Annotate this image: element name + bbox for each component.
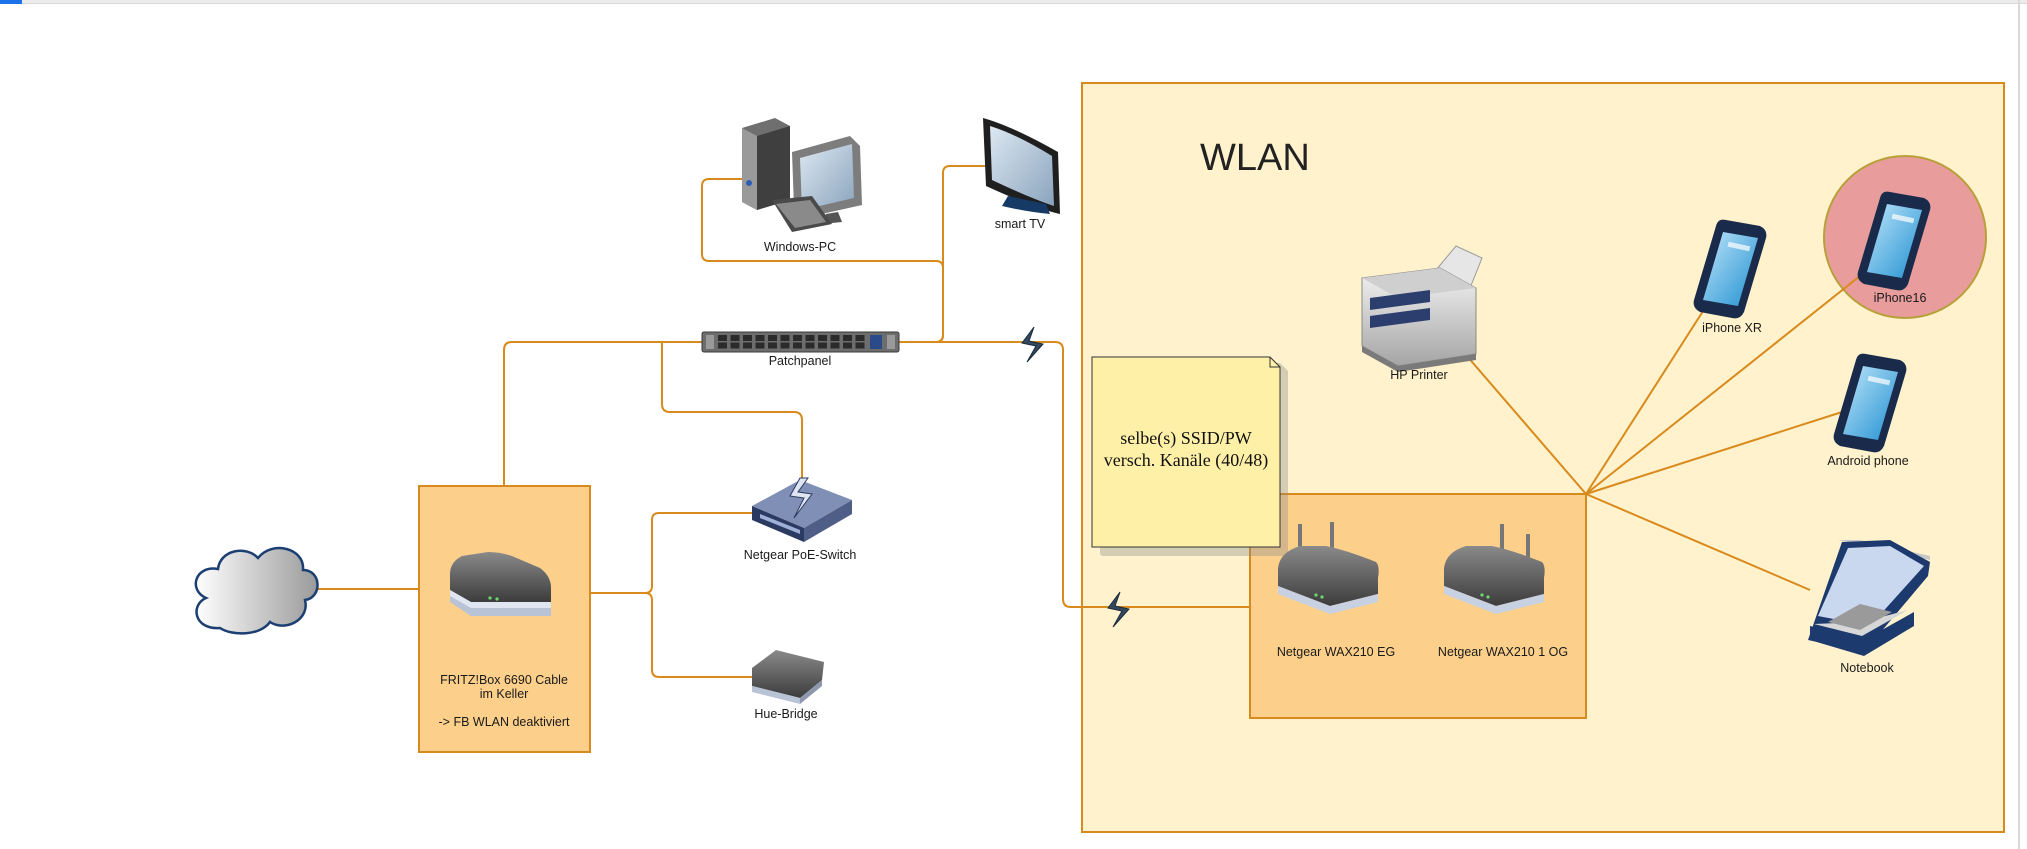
edge-patchpanel-poe[interactable] bbox=[661, 342, 803, 488]
patchpanel-label: Patchpanel bbox=[769, 354, 832, 368]
fritzbox-label: FRITZ!Box 6690 Cable bbox=[440, 673, 568, 687]
printer-label: HP Printer bbox=[1390, 368, 1447, 382]
poe-switch-icon[interactable] bbox=[752, 477, 852, 542]
patch-port bbox=[855, 335, 865, 341]
internet-cloud-icon[interactable] bbox=[194, 546, 319, 635]
edge-ap-android[interactable] bbox=[1585, 411, 1843, 495]
fritzbox-label: -> FB WLAN deaktiviert bbox=[439, 715, 570, 729]
printer-icon[interactable] bbox=[1361, 245, 1483, 372]
toolbar-handle[interactable] bbox=[0, 0, 22, 4]
access-point-og-label: Netgear WAX210 1 OG bbox=[1438, 645, 1568, 659]
hue-bridge-icon[interactable] bbox=[752, 650, 824, 704]
iphone16-label: iPhone16 bbox=[1874, 291, 1927, 305]
access-point-container[interactable] bbox=[1249, 493, 1587, 719]
patch-port bbox=[805, 342, 815, 349]
patch-port bbox=[743, 342, 752, 349]
patch-port bbox=[768, 335, 777, 341]
windows-pc-label: Windows-PC bbox=[764, 240, 836, 254]
poe-switch-label: Netgear PoE-Switch bbox=[744, 548, 857, 562]
edge-fritzbox-hue[interactable] bbox=[590, 592, 754, 678]
patch-port bbox=[830, 342, 840, 349]
patch-port bbox=[730, 335, 740, 341]
patch-port bbox=[780, 335, 790, 341]
windows-pc-icon[interactable] bbox=[742, 118, 862, 232]
smart-tv-label: smart TV bbox=[995, 217, 1046, 231]
access-point-og-icon[interactable] bbox=[1444, 524, 1545, 614]
iphone16-icon[interactable] bbox=[1857, 191, 1931, 291]
patch-port bbox=[855, 342, 865, 349]
patch-port bbox=[818, 342, 827, 349]
edge-ap-iphone16[interactable] bbox=[1585, 267, 1871, 495]
canvas-scrollbar[interactable] bbox=[2018, 0, 2020, 849]
patch-port bbox=[793, 335, 802, 341]
patch-port bbox=[718, 342, 727, 349]
patch-port bbox=[793, 342, 802, 349]
edge-patchpanel-tv[interactable] bbox=[899, 165, 988, 343]
top-toolbar-strip bbox=[0, 0, 2027, 4]
notebook-label: Notebook bbox=[1840, 661, 1894, 675]
patch-port bbox=[768, 342, 777, 349]
patch-port bbox=[730, 342, 740, 349]
patch-port bbox=[843, 335, 852, 341]
wireless-bolt-icon bbox=[1021, 326, 1044, 363]
edge-ap-iphonexr[interactable] bbox=[1585, 307, 1706, 495]
iphone-xr-icon[interactable] bbox=[1693, 219, 1767, 319]
android-phone-icon[interactable] bbox=[1833, 353, 1907, 453]
hue-bridge-label: Hue-Bridge bbox=[754, 707, 817, 721]
patch-port bbox=[743, 335, 752, 341]
patch-port bbox=[830, 335, 840, 341]
edge-fritzbox-poe[interactable] bbox=[590, 512, 754, 594]
edge-ap-notebook[interactable] bbox=[1585, 493, 1811, 591]
wireless-bolt-icon bbox=[1107, 591, 1130, 628]
iphone-xr-label: iPhone XR bbox=[1702, 321, 1762, 335]
edge-fritzbox-patchpanel[interactable] bbox=[503, 341, 702, 486]
access-point-eg-icon[interactable] bbox=[1278, 522, 1379, 614]
edge-patchpanel-ap[interactable] bbox=[899, 341, 1250, 608]
note-card[interactable] bbox=[1091, 356, 1288, 556]
edge-ap-printer[interactable] bbox=[1459, 347, 1587, 495]
note-text: versch. Kanäle (40/48) bbox=[1104, 450, 1268, 471]
fritzbox-container[interactable] bbox=[418, 485, 591, 753]
patch-port bbox=[818, 335, 827, 341]
smart-tv-icon[interactable] bbox=[983, 118, 1060, 214]
wlan-title: WLAN bbox=[1200, 137, 1310, 179]
patch-port bbox=[805, 335, 815, 341]
patch-port bbox=[755, 342, 765, 349]
fritzbox-router-icon[interactable] bbox=[450, 552, 551, 616]
access-point-eg-label: Netgear WAX210 EG bbox=[1277, 645, 1395, 659]
notebook-icon[interactable] bbox=[1808, 540, 1930, 656]
patch-port bbox=[755, 335, 765, 341]
android-phone-label: Android phone bbox=[1827, 454, 1908, 468]
patch-port bbox=[843, 342, 852, 349]
note-text: selbe(s) SSID/PW bbox=[1120, 428, 1252, 449]
fritzbox-label: im Keller bbox=[480, 687, 529, 701]
connections bbox=[311, 165, 1871, 678]
patchpanel-icon[interactable] bbox=[701, 331, 900, 353]
patch-port bbox=[718, 335, 727, 341]
patch-port bbox=[780, 342, 790, 349]
